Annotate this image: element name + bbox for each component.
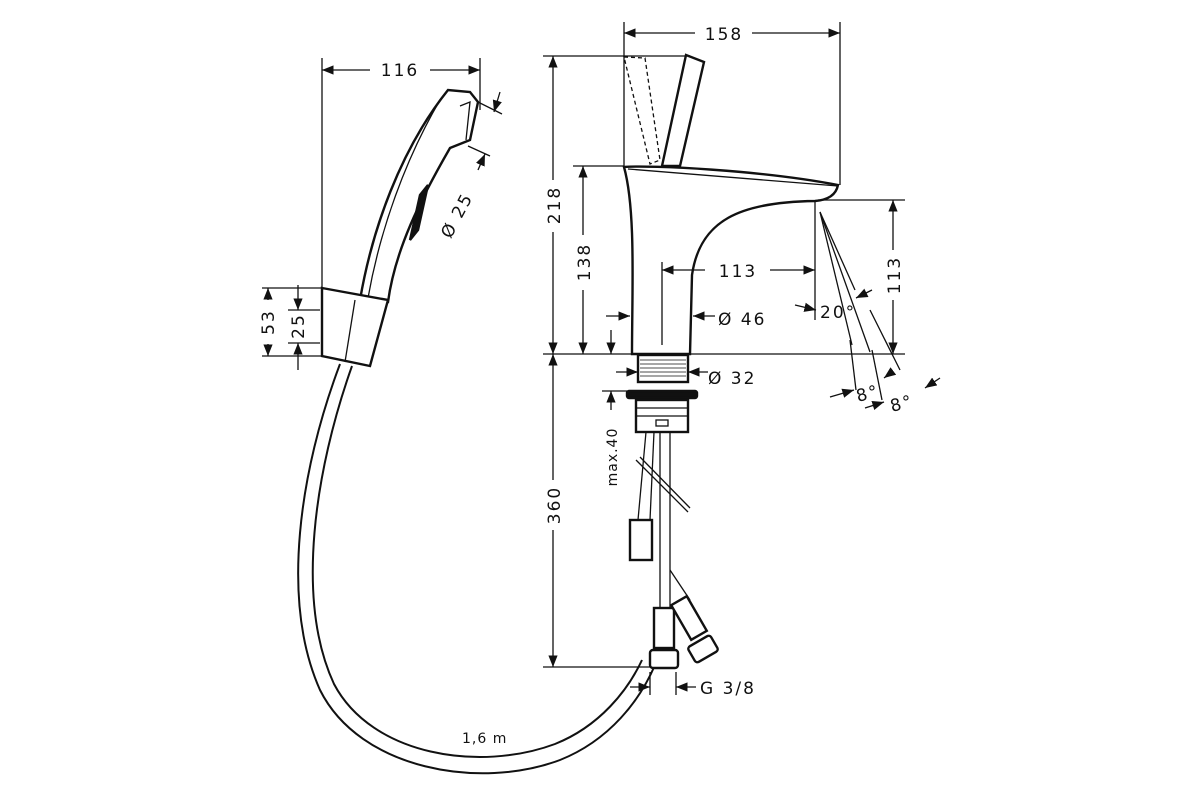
hand-shower: 116 Ø 25 53 25 1,6 m [259, 58, 656, 775]
connection-thread-label: G 3/8 [700, 679, 756, 699]
hand-shower-width-label: 116 [381, 61, 419, 81]
mounting-thread [636, 353, 690, 384]
faucet-lever [660, 53, 706, 168]
angle-b-label: 8° [888, 391, 916, 416]
total-projection-label: 158 [705, 25, 743, 45]
supply-hoses [628, 431, 719, 670]
supply-length-label: 360 [545, 486, 565, 524]
total-height-label: 218 [545, 186, 565, 224]
shower-hose [297, 363, 656, 775]
spout-reach-label: 113 [719, 262, 757, 282]
basin-faucet: 158 218 138 113 Ø 46 113 [543, 22, 941, 699]
spout-clearance-label: 113 [885, 256, 905, 294]
holder-height-label: 53 [259, 309, 279, 335]
angle-a-label: 8° [854, 381, 882, 406]
holder-inner-label: 25 [289, 313, 309, 339]
spout-height-label: 138 [575, 243, 595, 281]
mounting-nut [625, 389, 699, 400]
max-deck-thickness-label: max.40 [605, 428, 621, 487]
thread-diameter-label: Ø 32 [708, 369, 756, 389]
spray-angle-label: 20° [820, 303, 856, 323]
shower-holder [320, 286, 390, 368]
body-diameter-label: Ø 46 [718, 310, 766, 330]
hose-length-label: 1,6 m [462, 731, 507, 747]
faucet-body [622, 165, 840, 356]
nozzle-diameter-label: Ø 25 [437, 190, 477, 242]
